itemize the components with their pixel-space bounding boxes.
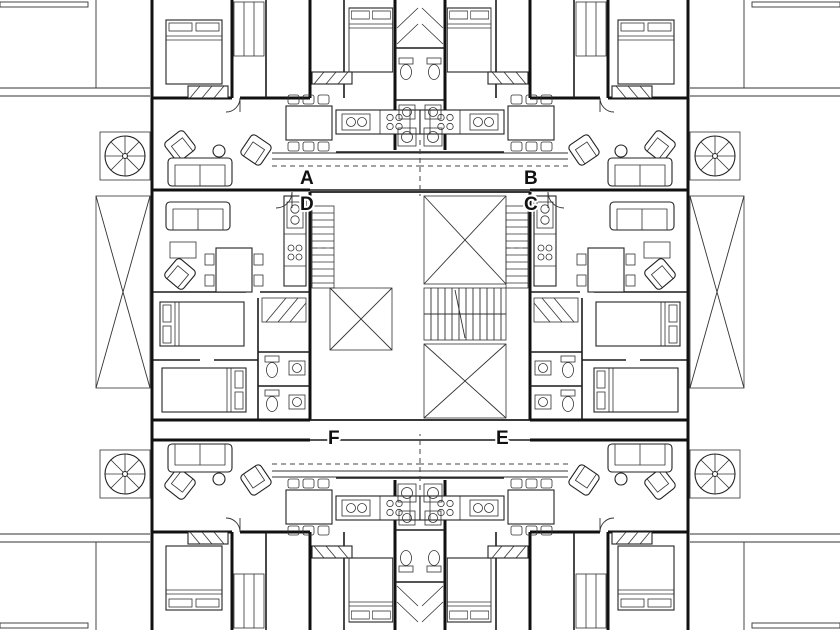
unit-label-e: E xyxy=(496,428,509,449)
unit-label-f: F xyxy=(328,428,340,449)
apartments-middle xyxy=(152,190,688,420)
main-stair xyxy=(423,287,507,341)
unit-label-a: A xyxy=(300,168,314,189)
elevator-shaft xyxy=(423,343,507,419)
service-shaft xyxy=(329,287,393,351)
unit-labels: A B C D E F xyxy=(298,166,540,451)
unit-label-b: B xyxy=(524,168,538,189)
unit-label-d: D xyxy=(300,194,314,215)
outer-walls xyxy=(150,0,690,630)
unit-label-c: C xyxy=(524,194,538,215)
circulation-core xyxy=(310,191,530,421)
elevator-shaft xyxy=(423,195,507,285)
